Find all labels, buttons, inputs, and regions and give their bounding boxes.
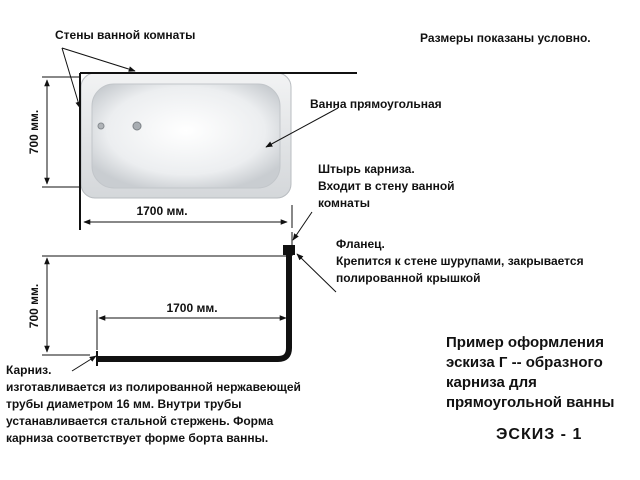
walls-leader-2 xyxy=(61,47,136,72)
caption-title: Пример оформления эскиза Г -- образного … xyxy=(446,333,614,413)
bathtub-label: Ванна прямоугольная xyxy=(310,97,442,111)
rod-label-line-3: трубы диаметром 16 мм. Внутри трубы xyxy=(6,397,242,411)
pin-label-line-2: Входит в стену ванной xyxy=(318,179,455,193)
rod-label-line-2: изготавливается из полированной нержавею… xyxy=(6,380,301,394)
overflow xyxy=(97,122,105,130)
caption-line-4: прямоугольной ванны xyxy=(446,394,615,411)
walls-leader-1 xyxy=(61,47,81,109)
bathtub-leader xyxy=(265,107,339,148)
walls-label: Стены ванной комнаты xyxy=(55,28,196,42)
caption-line-1: Пример оформления xyxy=(446,334,604,351)
pin-label-line-3: комнаты xyxy=(318,196,370,210)
bottom-width-label: 1700 мм. xyxy=(166,301,217,315)
flange-leader xyxy=(296,253,337,293)
rod-leader xyxy=(71,355,97,372)
rod-label-line-4: устанавливается стальной стержень. Форма xyxy=(6,414,274,428)
caption-line-2: эскиза Г -- образного xyxy=(446,354,603,371)
rod-label-line-5: карниза соответствует форме борта ванны. xyxy=(6,431,269,445)
flange-label-line-1: Фланец. xyxy=(336,237,385,251)
pin-label-line-1: Штырь карниза. xyxy=(318,162,415,176)
note-label: Размеры показаны условно. xyxy=(420,31,591,45)
bottom-depth-label: 700 мм. xyxy=(27,284,41,328)
sketch-id: ЭСКИЗ - 1 xyxy=(496,426,583,443)
pin-leader xyxy=(292,211,313,241)
drain xyxy=(132,121,142,131)
rod-label: Карниз. изготавливается из полированной … xyxy=(6,362,301,447)
bathtub-image xyxy=(80,72,292,199)
top-width-label: 1700 мм. xyxy=(136,204,187,218)
curtain-rod xyxy=(97,252,292,362)
flange-label: Фланец. Крепится к стене шурупами, закры… xyxy=(336,236,584,287)
flange-block xyxy=(283,245,295,255)
pin-label: Штырь карниза. Входит в стену ванной ком… xyxy=(318,161,455,212)
flange-label-line-2: Крепится к стене шурупами, закрывается xyxy=(336,254,584,268)
rod-label-line-1: Карниз. xyxy=(6,363,52,377)
flange-label-line-3: полированной крышкой xyxy=(336,271,481,285)
caption-line-3: карниза для xyxy=(446,374,537,391)
top-depth-label: 700 мм. xyxy=(27,110,41,154)
